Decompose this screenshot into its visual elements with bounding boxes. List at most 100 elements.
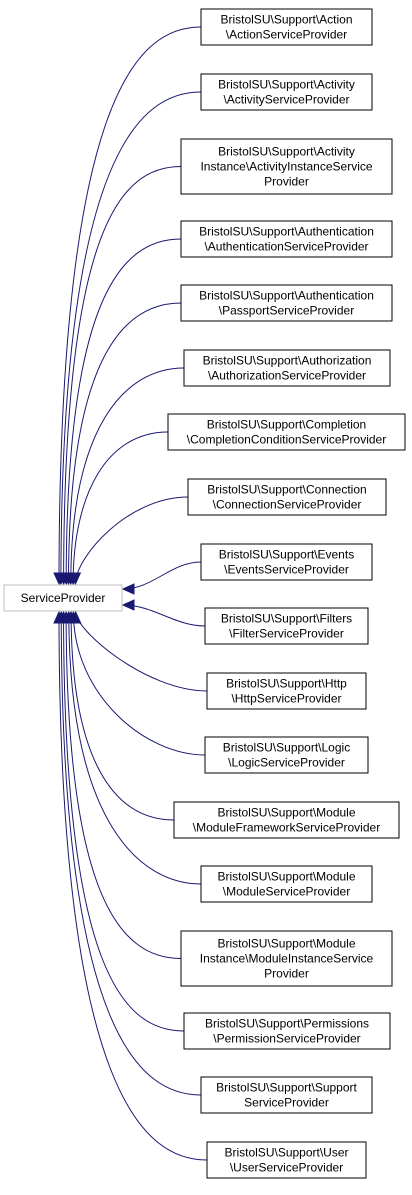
class-node-box [204,607,369,645]
class-node-label-line: Instance\ActivityInstanceService [200,160,372,174]
class-node-label-line: \UserServiceProvider [230,1161,343,1175]
class-node-label-line: BristolSU\Support\User [224,1146,348,1160]
class-node-action[interactable]: BristolSU\Support\Action\ActionServicePr… [200,8,373,46]
inheritance-edge-activity [60,91,202,585]
class-node-completion[interactable]: BristolSU\Support\Completion\CompletionC… [167,413,406,451]
class-node-module-framework[interactable]: BristolSU\Support\Module\ModuleFramework… [173,801,400,839]
inheritance-edge-authorization [70,367,185,585]
class-node-label-line: Provider [264,175,309,189]
class-node-label-line: \EventsServiceProvider [224,563,349,577]
class-node-label-line: BristolSU\Support\Support [216,1081,357,1095]
class-node-connection[interactable]: BristolSU\Support\Connection\ConnectionS… [187,478,387,516]
class-node-label-line: \ModuleFrameworkServiceProvider [193,821,380,835]
edges [53,26,208,1161]
inheritance-edge-module-framework [70,611,175,821]
class-node-module-instance[interactable]: BristolSU\Support\ModuleInstance\ModuleI… [180,930,393,987]
class-node-box [206,672,367,710]
class-node-label-line: BristolSU\Support\Logic [223,741,350,755]
class-node-box [200,1076,373,1114]
inheritance-edge-support [60,611,202,1096]
class-node-passport[interactable]: BristolSU\Support\Authentication\Passpor… [180,284,393,322]
class-node-module[interactable]: BristolSU\Support\Module\ModuleServicePr… [200,865,373,903]
root-node[interactable]: ServiceProvider [3,584,123,612]
class-node-label-line: BristolSU\Support\Module [217,870,355,884]
class-node-label-line: \LogicServiceProvider [228,756,345,770]
class-node-permissions[interactable]: BristolSU\Support\Permissions\Permission… [183,1012,391,1050]
inheritance-edge-activity-instance [63,166,182,585]
class-node-box [180,138,393,195]
class-node-label-line: \AuthorizationServiceProvider [208,369,366,383]
class-node-label-line: \ActivityServiceProvider [223,93,349,107]
class-node-box [180,284,393,322]
inheritance-edge-user [58,611,208,1161]
class-node-label-line: BristolSU\Support\Module [217,806,355,820]
class-node-label-line: \CompletionConditionServiceProvider [187,433,386,447]
class-node-label-line: BristolSU\Support\Activity [218,145,355,159]
class-node-label-line: BristolSU\Support\Activity [218,78,355,92]
class-node-box [200,73,373,111]
class-node-activity-instance[interactable]: BristolSU\Support\ActivityInstance\Activ… [180,138,393,195]
class-node-user[interactable]: BristolSU\Support\User\UserServiceProvid… [206,1141,367,1179]
inheritance-edge-module-instance [65,611,182,959]
class-node-label-line: \FilterServiceProvider [229,627,344,641]
class-node-label-line: \ConnectionServiceProvider [213,498,362,512]
class-node-http[interactable]: BristolSU\Support\Http\HttpServiceProvid… [206,672,367,710]
class-node-box [200,865,373,903]
class-node-authorization[interactable]: BristolSU\Support\Authorization\Authoriz… [183,349,391,387]
class-node-label-line: BristolSU\Support\Http [226,677,347,691]
class-node-box [200,543,373,581]
inheritance-edge-completion [72,431,169,585]
class-node-box [173,801,400,839]
nodes: BristolSU\Support\Action\ActionServicePr… [167,8,406,1179]
class-node-box [187,478,387,516]
inheritance-edge-filters [122,604,206,627]
class-node-box [180,220,393,258]
class-node-label-line: \ModuleServiceProvider [223,885,350,899]
class-node-events[interactable]: BristolSU\Support\Events\EventsServicePr… [200,543,373,581]
inheritance-edge-passport [67,302,182,585]
arrowhead [121,599,135,611]
class-node-activity[interactable]: BristolSU\Support\Activity\ActivityServi… [200,73,373,111]
class-node-label-line: BristolSU\Support\Authorization [203,354,372,368]
arrowhead [69,572,82,586]
inheritance-edge-authentication [65,238,182,585]
class-node-label-line: BristolSU\Support\Module [217,937,355,951]
inheritance-edge-action [58,26,202,585]
class-node-filters[interactable]: BristolSU\Support\Filters\FilterServiceP… [204,607,369,645]
class-node-label-line: BristolSU\Support\Connection [207,483,366,497]
class-node-label-line: BristolSU\Support\Completion [207,418,366,432]
class-node-label-line: BristolSU\Support\Events [219,548,354,562]
class-node-box [183,1012,391,1050]
arrowhead [53,610,65,624]
class-node-box [180,930,393,987]
class-node-label-line: BristolSU\Support\Action [220,13,352,27]
class-node-logic[interactable]: BristolSU\Support\Logic\LogicServiceProv… [204,736,369,774]
class-node-label-line: Provider [264,967,309,981]
class-node-box [206,1141,367,1179]
class-node-label-line: \PassportServiceProvider [219,304,354,318]
class-node-label-line: \ActionServiceProvider [226,28,347,42]
class-node-label-line: ServiceProvider [244,1096,329,1110]
root-node-label: ServiceProvider [21,591,106,605]
class-node-label-line: BristolSU\Support\Authentication [199,225,374,239]
class-node-box [183,349,391,387]
class-node-label-line: \PermissionServiceProvider [213,1032,360,1046]
class-node-box [200,8,373,46]
class-node-label-line: BristolSU\Support\Authentication [199,289,374,303]
inheritance-edge-module [68,611,202,885]
class-node-label-line: BristolSU\Support\Filters [221,612,352,626]
inheritance-edge-logic [72,611,206,756]
class-node-label-line: \AuthenticationServiceProvider [204,240,368,254]
class-node-label-line: Instance\ModuleInstanceService [200,952,374,966]
class-node-label-line: BristolSU\Support\Permissions [205,1017,369,1031]
inheritance-edge-events [122,561,202,590]
class-node-box [204,736,369,774]
arrowhead [121,583,135,595]
class-node-authentication[interactable]: BristolSU\Support\Authentication\Authent… [180,220,393,258]
root-node-box [3,584,123,612]
inheritance-edge-permissions [63,611,185,1032]
class-node-box [167,413,406,451]
class-node-label-line: \HttpServiceProvider [231,692,341,706]
